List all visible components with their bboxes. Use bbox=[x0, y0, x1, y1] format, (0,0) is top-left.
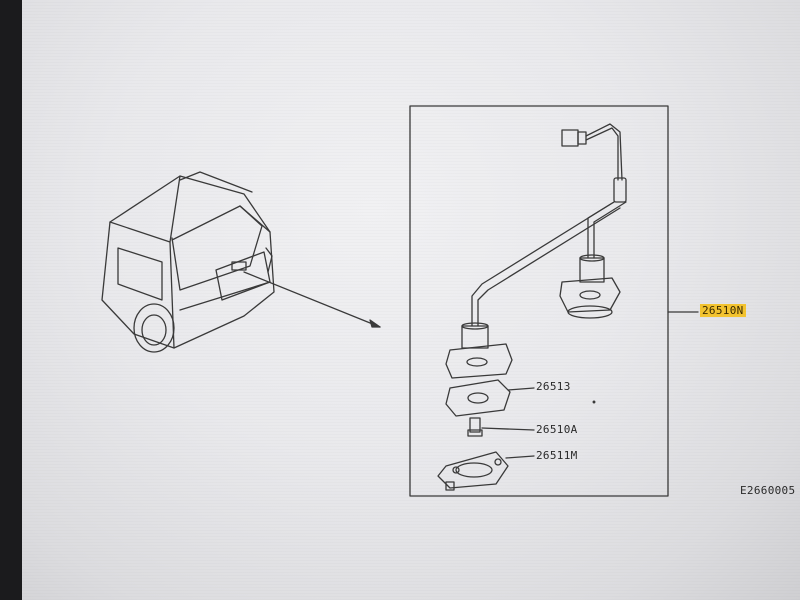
part-label-26513[interactable]: 26513 bbox=[536, 380, 571, 393]
leader-26513 bbox=[507, 387, 535, 391]
pointer-arrow bbox=[243, 271, 381, 328]
monitor-screen: 26510N 26513 26510A 26511M E2660005 bbox=[22, 0, 800, 600]
lamp-lower bbox=[445, 322, 513, 379]
detail-box bbox=[409, 105, 669, 497]
part-label-26510a[interactable]: 26510A bbox=[536, 423, 578, 436]
parts-diagram bbox=[101, 105, 699, 497]
car-illustration bbox=[101, 171, 275, 353]
wire-harness bbox=[471, 123, 627, 327]
gasket bbox=[445, 379, 511, 417]
leader-26510A bbox=[481, 427, 535, 431]
part-label-26510n[interactable]: 26510N bbox=[700, 304, 746, 317]
leader-26511M bbox=[505, 455, 535, 459]
part-label-26511m[interactable]: 26511M bbox=[536, 449, 578, 462]
arrow-head bbox=[369, 319, 381, 328]
bulb bbox=[467, 417, 483, 437]
lens bbox=[437, 451, 509, 491]
lamp-upper bbox=[559, 254, 621, 319]
diagram-code: E2660005 bbox=[740, 484, 796, 497]
